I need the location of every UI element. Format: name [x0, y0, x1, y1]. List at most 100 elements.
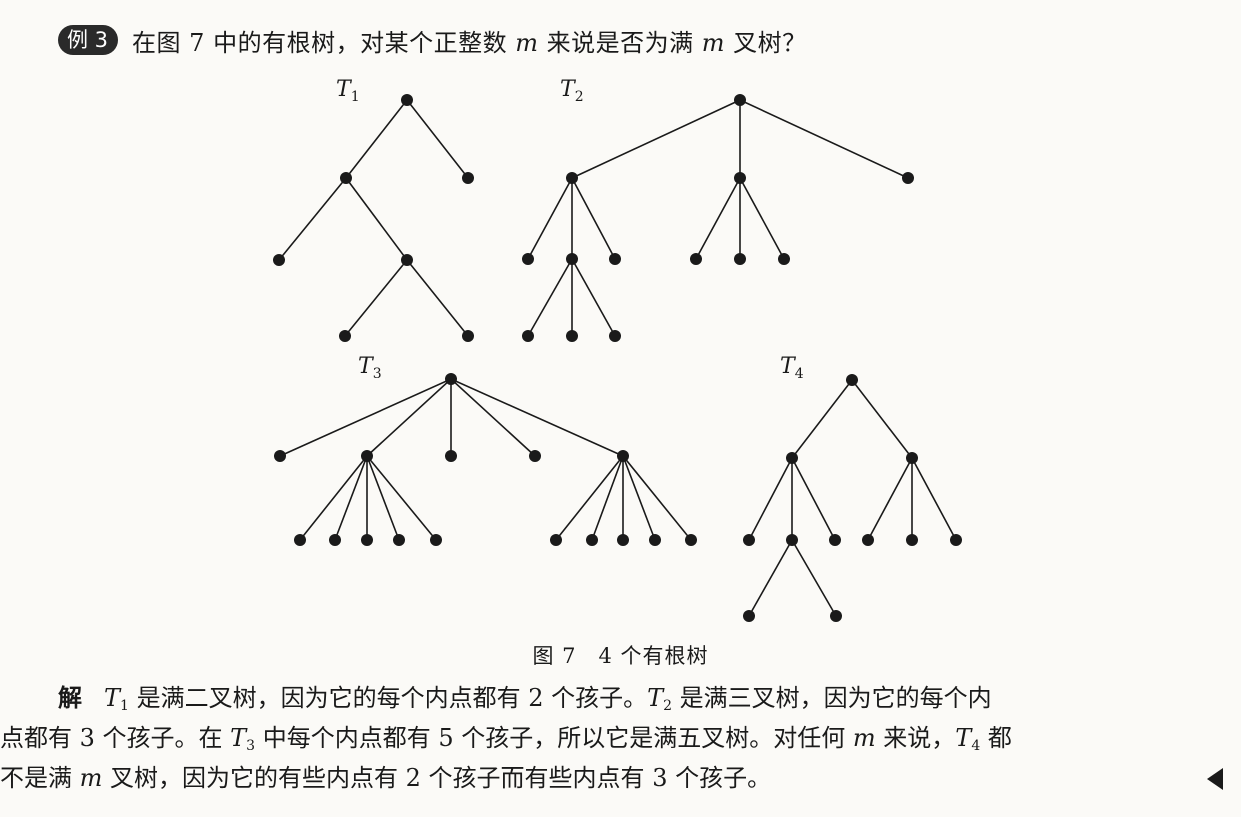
tree-edge	[279, 378, 452, 457]
tree-edge	[791, 539, 837, 617]
tree-edge	[911, 457, 957, 541]
solution-line-2: 点都有 3 个孩子。在 T3 中每个内点都有 5 个孩子，所以它是满五叉树。对任…	[0, 718, 1241, 758]
tree-edge	[406, 99, 469, 179]
figure-caption-text: 4 个有根树	[598, 644, 709, 668]
tree-edge	[278, 177, 347, 261]
example-question: 在图 7 中的有根树，对某个正整数 m 来说是否为满 m 叉树？	[132, 23, 807, 58]
tree-node	[340, 172, 352, 184]
tree-edge	[555, 455, 624, 541]
tree-node	[906, 534, 918, 546]
tree-edge	[527, 177, 573, 260]
tree-label-t2: T2	[560, 77, 584, 105]
tree-edge	[695, 177, 741, 260]
tree-node	[829, 534, 841, 546]
tree-node	[339, 330, 351, 342]
var-t: T	[647, 684, 664, 712]
tree-edge	[334, 455, 368, 541]
var-t: T	[230, 724, 247, 752]
tree-node	[329, 534, 341, 546]
tree-node	[830, 610, 842, 622]
tree-node	[586, 534, 598, 546]
tree-edge	[344, 259, 408, 337]
tree-node	[786, 534, 798, 546]
tree-node	[862, 534, 874, 546]
var-m: m	[852, 724, 876, 752]
tree-t2	[522, 94, 914, 342]
tree-node	[566, 172, 578, 184]
tree-node	[786, 452, 798, 464]
tree-node	[445, 450, 457, 462]
solution-heading: 解	[58, 684, 82, 712]
tree-edge	[366, 455, 400, 541]
solution-text: 中每个内点都有 5 个孩子，所以它是满五叉树。对任何	[255, 724, 853, 752]
tree-edge	[791, 379, 853, 459]
tree-edge	[851, 379, 913, 459]
tree-node	[743, 534, 755, 546]
example-heading: 例 3 在图 7 中的有根树，对某个正整数 m 来说是否为满 m 叉树？	[58, 20, 807, 60]
tree-edge	[791, 457, 836, 541]
tree-node	[685, 534, 697, 546]
tree-t1	[273, 94, 474, 342]
var-m: m	[79, 764, 103, 792]
solution-text: 都	[980, 724, 1012, 752]
tree-label-t4: T4	[780, 354, 804, 382]
tree-node	[361, 450, 373, 462]
tree-edge	[622, 455, 656, 541]
tree-edge	[345, 177, 408, 261]
solution-text: 是满三叉树，因为它的每个内	[672, 684, 992, 712]
example-badge: 例 3	[58, 25, 119, 55]
tree-edge	[299, 455, 368, 541]
rooted-trees-figure: T1 T2 T3 T4	[273, 77, 962, 622]
tree-node	[522, 330, 534, 342]
tree-node	[778, 253, 790, 265]
tree-node	[550, 534, 562, 546]
tree-node	[274, 450, 286, 462]
tree-t3	[274, 373, 697, 546]
tree-edge	[591, 455, 624, 541]
tree-edge	[450, 378, 536, 457]
tree-label-t3: T3	[358, 354, 382, 382]
solution-text: 不是满	[0, 764, 80, 792]
tree-edge	[366, 378, 452, 457]
tree-node	[690, 253, 702, 265]
figure-caption: 图 7 4 个有根树	[0, 640, 1241, 670]
tree-edge	[366, 455, 437, 541]
tree-node	[393, 534, 405, 546]
tree-node	[617, 450, 629, 462]
tree-edge	[527, 258, 573, 337]
tree-node	[566, 330, 578, 342]
tree-edge	[748, 539, 793, 617]
tree-node	[273, 254, 285, 266]
tree-node	[445, 373, 457, 385]
tree-edge	[571, 258, 616, 337]
tree-node	[902, 172, 914, 184]
question-part3: 叉树？	[725, 28, 807, 57]
subscript: 2	[663, 698, 673, 714]
tree-node	[401, 254, 413, 266]
tree-node	[294, 534, 306, 546]
tree-edge	[748, 457, 793, 541]
tree-edge	[622, 455, 692, 541]
tree-node	[950, 534, 962, 546]
question-var-m-1: m	[515, 28, 539, 57]
var-t: T	[104, 684, 121, 712]
figure-caption-number: 图 7	[532, 644, 577, 668]
tree-node	[609, 253, 621, 265]
tree-node	[609, 330, 621, 342]
tree-node	[649, 534, 661, 546]
solution-text: 是满二叉树，因为它的每个内点都有 2 个孩子。	[128, 684, 648, 712]
tree-node	[846, 374, 858, 386]
tree-node	[734, 172, 746, 184]
tree-node	[430, 534, 442, 546]
tree-node	[743, 610, 755, 622]
tree-node	[906, 452, 918, 464]
var-t: T	[955, 724, 972, 752]
tree-edge	[345, 99, 408, 179]
subscript: 1	[120, 698, 129, 714]
tree-node	[734, 94, 746, 106]
tree-edge	[571, 99, 741, 179]
subscript: 3	[246, 738, 256, 754]
subscript: 4	[971, 738, 981, 754]
tree-label-t1: T1	[336, 77, 360, 105]
